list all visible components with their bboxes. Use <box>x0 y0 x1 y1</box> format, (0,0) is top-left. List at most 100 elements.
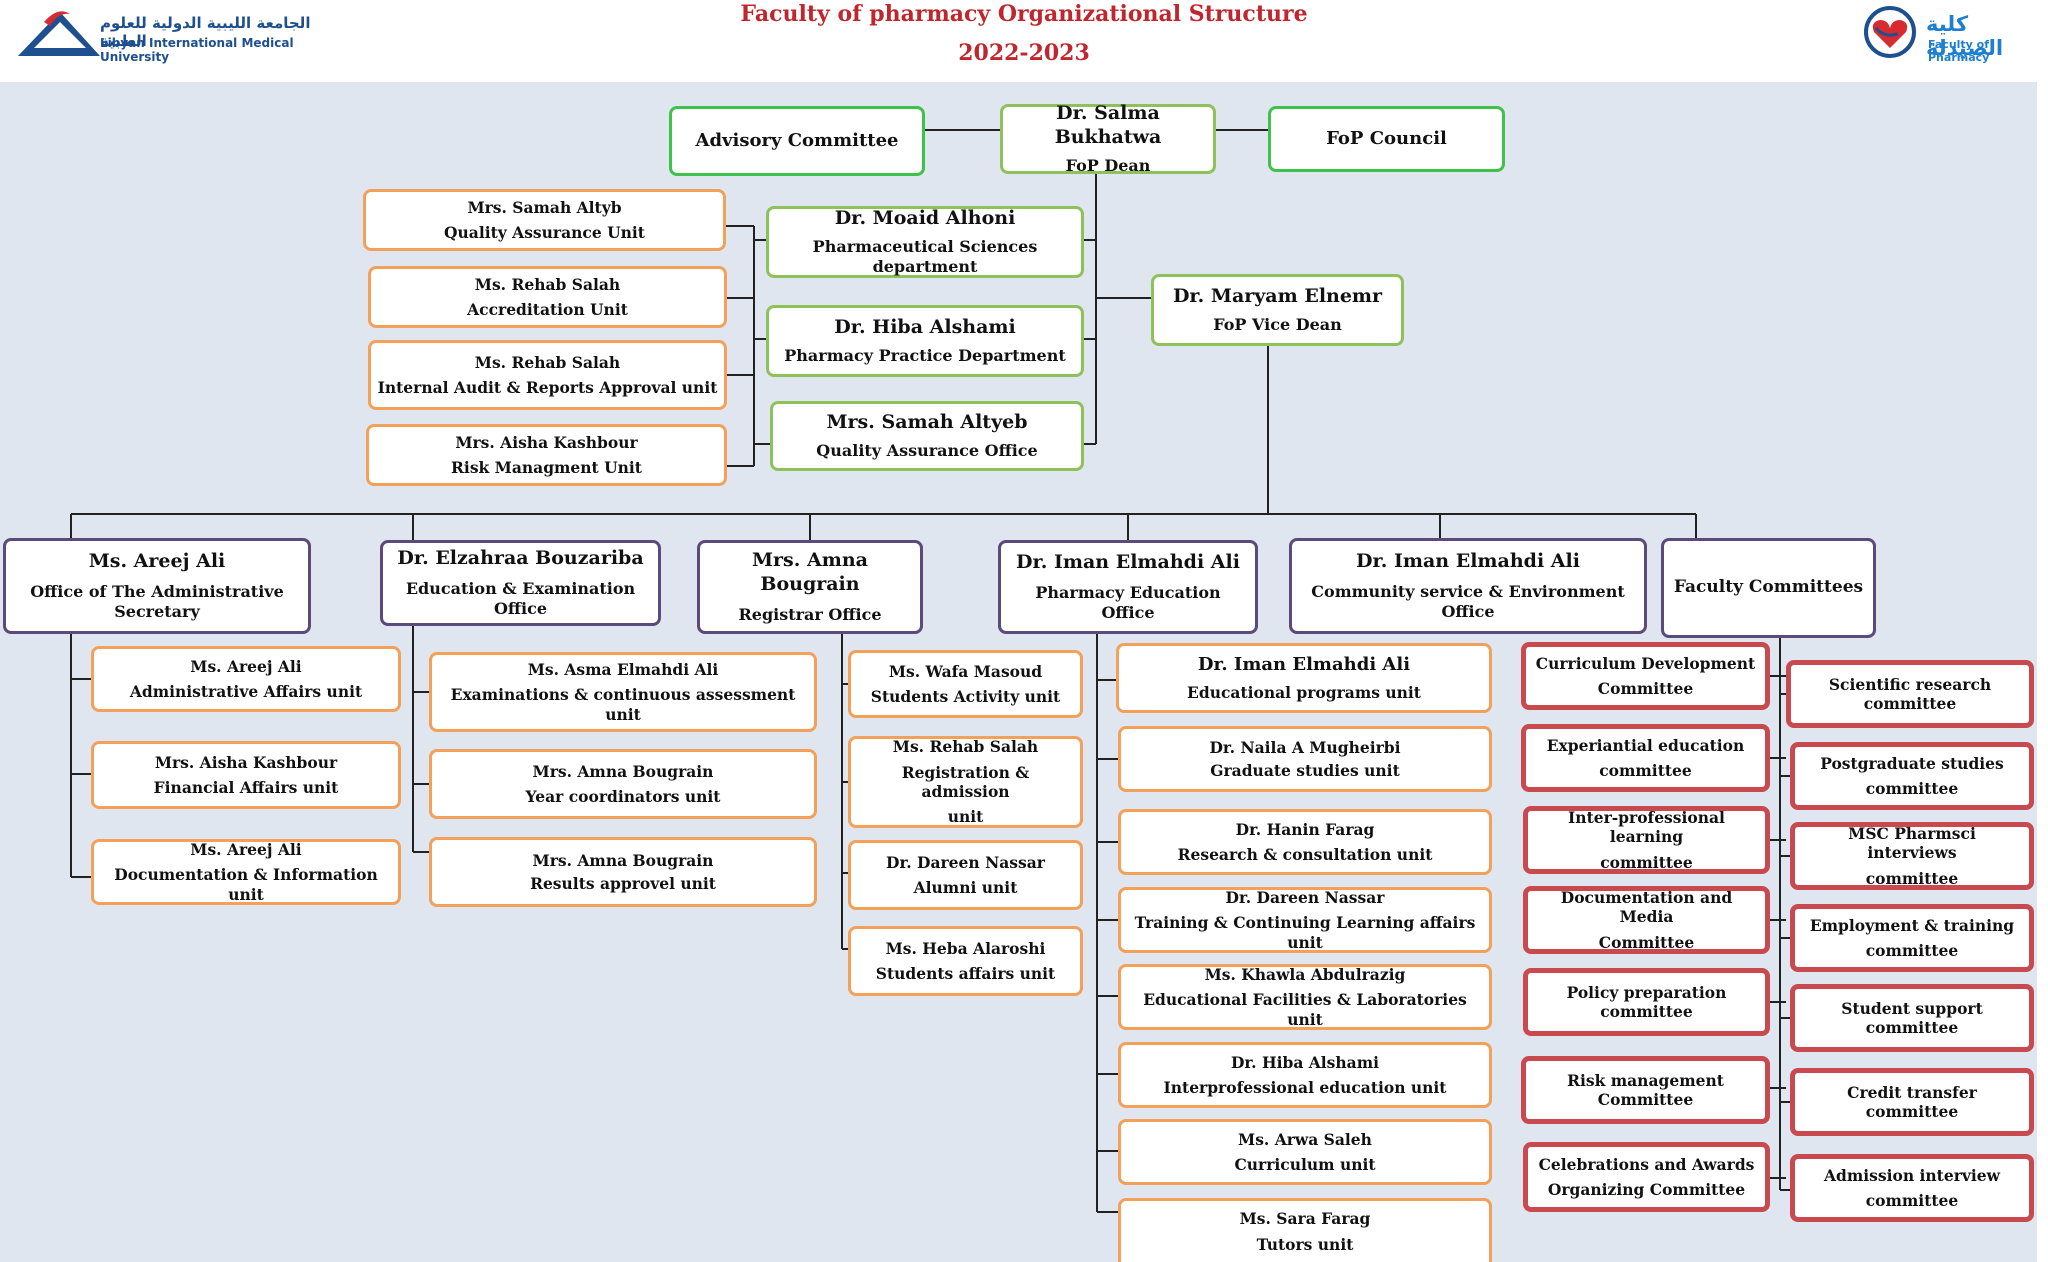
office-box: Mrs. Amna Bougrain Registrar Office <box>697 540 923 634</box>
unit-head-name: Ms. Areej Ali <box>190 839 302 859</box>
committee-name: Student support committee <box>1841 998 1983 1037</box>
committee-name: Inter-professional learning <box>1568 807 1725 847</box>
unit-head-name: Mrs. Aisha Kashbour <box>154 752 338 772</box>
education-unit-box: Dr. Naila A Mugheirbi Graduate studies u… <box>1118 726 1492 792</box>
limu-english-name: Libyan International Medical University <box>100 36 294 64</box>
committee-box: Postgraduate studies committee <box>1790 742 2034 810</box>
committee-name-continued: committee <box>1865 868 1959 888</box>
unit-title: Documentation & Information unit <box>114 865 378 904</box>
quality-assurance-office-box: Mrs. Samah Altyeb Quality Assurance Offi… <box>770 401 1084 471</box>
unit-title: Training & Continuing Learning affairs u… <box>1134 913 1476 952</box>
qa-unit-box: Ms. Rehab Salah Internal Audit & Reports… <box>368 340 727 410</box>
committee-name-continued: committee <box>1865 1191 1959 1210</box>
committee-box: Policy preparation committee <box>1523 968 1770 1036</box>
faculty-committees-label: Faculty Committees <box>1673 577 1864 598</box>
qa-unit-box: Mrs. Samah Altyb Quality Assurance Unit <box>363 189 726 251</box>
qa-unit-box: Ms. Rehab Salah Accreditation Unit <box>368 266 727 328</box>
committee-name-continued: Committee <box>1598 932 1695 952</box>
exam-unit-box: Mrs. Amna Bougrain Year coordinators uni… <box>429 749 817 819</box>
committee-box: Documentation and Media Committee <box>1523 886 1770 954</box>
committee-name: MSC Pharmsci interviews <box>1848 823 1976 863</box>
committee-name-continued: committee <box>1599 761 1692 780</box>
unit-head-name: Mrs. Amna Bougrain <box>532 850 714 870</box>
committee-box: Admission interview committee <box>1790 1154 2034 1222</box>
vice-dean-box: Dr. Maryam Elnemr FoP Vice Dean <box>1151 274 1404 346</box>
office-box: Dr. Elzahraa Bouzariba Education & Exami… <box>380 540 661 626</box>
faculty-of-pharmacy-logo: كلية الصيدلة Faculty of Pharmacy <box>1858 4 2048 64</box>
office-title: Education & Examination Office <box>405 578 636 618</box>
pharmacy-english-name: Faculty of Pharmacy <box>1928 38 1990 64</box>
unit-title: Year coordinators unit <box>525 787 721 806</box>
office-title: Quality Assurance Office <box>816 440 1038 460</box>
unit-title: Students Activity unit <box>870 687 1061 706</box>
unit-head-name: Ms. Rehab Salah <box>474 274 621 294</box>
dean-name: Dr. Salma Bukhatwa <box>1054 102 1162 148</box>
department-box: Dr. Hiba Alshami Pharmacy Practice Depar… <box>766 305 1084 377</box>
unit-title: Research & consultation unit <box>1177 845 1433 864</box>
unit-head-name: Dr. Naila A Mugheirbi <box>1209 737 1401 757</box>
unit-title: Examinations & continuous assessment uni… <box>450 685 796 724</box>
committee-name: Admission interview <box>1824 1165 2000 1185</box>
committee-name-continued: Committee <box>1597 679 1694 698</box>
department-head-name: Dr. Hiba Alshami <box>834 316 1016 339</box>
unit-head-name: Ms. Wafa Masoud <box>888 661 1043 681</box>
dean-box: Dr. Salma Bukhatwa FoP Dean <box>1000 102 1216 175</box>
unit-title: Educational Facilities & Laboratories un… <box>1143 990 1467 1029</box>
committee-name: Celebrations and Awards <box>1538 1154 1755 1174</box>
committee-box: Curriculum Development Committee <box>1521 642 1770 710</box>
education-unit-box: Dr. Iman Elmahdi Ali Educational program… <box>1116 643 1492 713</box>
unit-title: Administrative Affairs unit <box>129 682 363 701</box>
education-unit-box: Ms. Khawla Abdulrazig Educational Facili… <box>1118 964 1492 1030</box>
unit-title: Alumni unit <box>913 878 1018 897</box>
committee-name-continued: committee <box>1865 779 1959 798</box>
committee-box: Credit transfer committee <box>1790 1068 2034 1136</box>
unit-title: Tutors unit <box>1256 1234 1354 1254</box>
office-title: Office of The Administrative Secretary <box>30 581 284 621</box>
committee-name-continued: committee <box>1600 852 1693 872</box>
unit-title: Graduate studies unit <box>1210 761 1400 780</box>
unit-head-name: Dr. Hanin Farag <box>1235 819 1375 839</box>
committee-box: Student support committee <box>1790 984 2034 1052</box>
committee-name: Experiantial education <box>1546 735 1745 755</box>
admin-unit-box: Ms. Areej Ali Administrative Affairs uni… <box>91 646 401 712</box>
advisory-committee-label: Advisory Committee <box>695 129 899 151</box>
committee-box: Inter-professional learning committee <box>1523 806 1770 874</box>
committee-box: Experiantial education committee <box>1521 724 1770 792</box>
unit-head-name: Dr. Dareen Nassar <box>886 852 1045 872</box>
unit-head-name: Ms. Rehab Salah <box>892 737 1039 757</box>
fop-council-label: FoP Council <box>1326 127 1447 149</box>
unit-title: Risk Managment Unit <box>451 458 642 477</box>
unit-head-name: Ms. Asma Elmahdi Ali <box>527 659 719 679</box>
unit-head-name: Mrs. Samah Altyb <box>467 197 622 217</box>
education-unit-box: Ms. Arwa Saleh Curriculum unit <box>1118 1119 1492 1185</box>
unit-title: Students affairs unit <box>875 964 1056 983</box>
office-box: Dr. Iman Elmahdi Ali Pharmacy Education … <box>998 540 1258 634</box>
unit-title: Curriculum unit <box>1234 1155 1376 1174</box>
committee-box: Risk management Committee <box>1521 1056 1770 1124</box>
registrar-unit-box: Ms. Rehab Salah Registration & admission… <box>848 736 1083 828</box>
unit-head-name: Ms. Heba Alaroshi <box>885 938 1046 958</box>
unit-head-name: Ms. Arwa Saleh <box>1238 1129 1372 1149</box>
unit-head-name: Mrs. Aisha Kashbour <box>455 432 638 452</box>
unit-title: Results approvel unit <box>530 874 716 893</box>
limu-arabic-name: الجامعة الليبية الدولية للعلوم الطبية <box>100 14 311 50</box>
office-head-name: Dr. Iman Elmahdi Ali <box>1356 550 1580 573</box>
unit-head-name: Ms. Rehab Salah <box>474 352 621 372</box>
committee-name: Employment & training <box>1809 915 2015 935</box>
page-header <box>0 0 2048 82</box>
faculty-committees-box: Faculty Committees <box>1661 538 1876 638</box>
education-unit-box: Ms. Sara Farag Tutors unit <box>1118 1198 1492 1262</box>
committee-name: Curriculum Development <box>1535 653 1756 673</box>
registrar-unit-box: Dr. Dareen Nassar Alumni unit <box>848 840 1083 910</box>
committee-name: Postgraduate studies <box>1820 753 2004 773</box>
unit-title: Internal Audit & Reports Approval unit <box>377 378 718 397</box>
chart-title: Faculty of pharmacy Organizational Struc… <box>740 1 1308 27</box>
pharmacy-arabic-name: كلية الصيدلة <box>1926 12 2004 60</box>
vice-dean-role: FoP Vice Dean <box>1213 314 1342 334</box>
committee-name: Scientific research committee <box>1828 674 1992 713</box>
office-head-name: Mrs. Amna Bougrain <box>752 549 868 595</box>
admin-unit-box: Ms. Areej Ali Documentation & Informatio… <box>91 839 401 905</box>
committee-box: MSC Pharmsci interviews committee <box>1790 822 2034 890</box>
admin-unit-box: Mrs. Aisha Kashbour Financial Affairs un… <box>91 741 401 809</box>
office-title: Registrar Office <box>738 604 882 624</box>
